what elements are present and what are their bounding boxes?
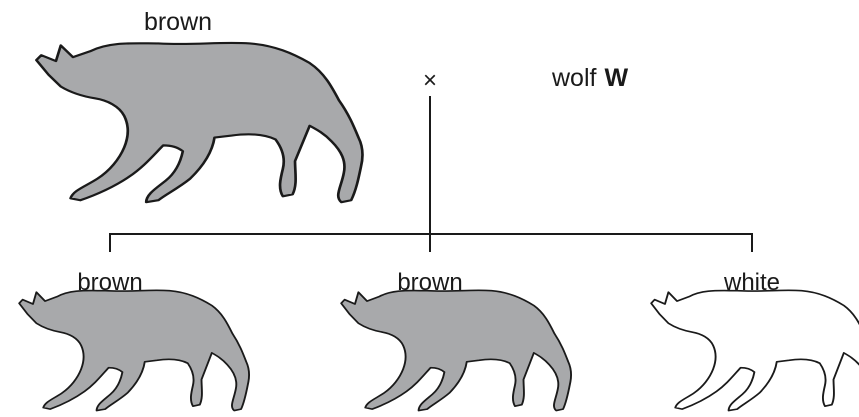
cross-symbol: × [423, 67, 437, 94]
offspring-wolf-2: brown [340, 269, 573, 412]
offspring-2-label: brown [397, 269, 462, 296]
offspring-wolf-1: brown [18, 269, 251, 412]
parent-right-letter: W [604, 64, 628, 92]
offspring-wolf-3: white [650, 269, 859, 412]
parent-wolf-icon [35, 41, 364, 204]
offspring-3-label: white [723, 269, 780, 296]
offspring-1-wolf-icon [18, 289, 251, 412]
cross-tree-lines [109, 96, 753, 252]
parent-left-label: brown [144, 8, 212, 36]
parent-right-name: wolf [551, 64, 597, 92]
offspring-3-wolf-icon [650, 289, 859, 412]
offspring-1-label: brown [77, 269, 142, 296]
offspring-2-wolf-icon [340, 289, 573, 412]
parent-wolf-brown: brown [35, 8, 364, 204]
